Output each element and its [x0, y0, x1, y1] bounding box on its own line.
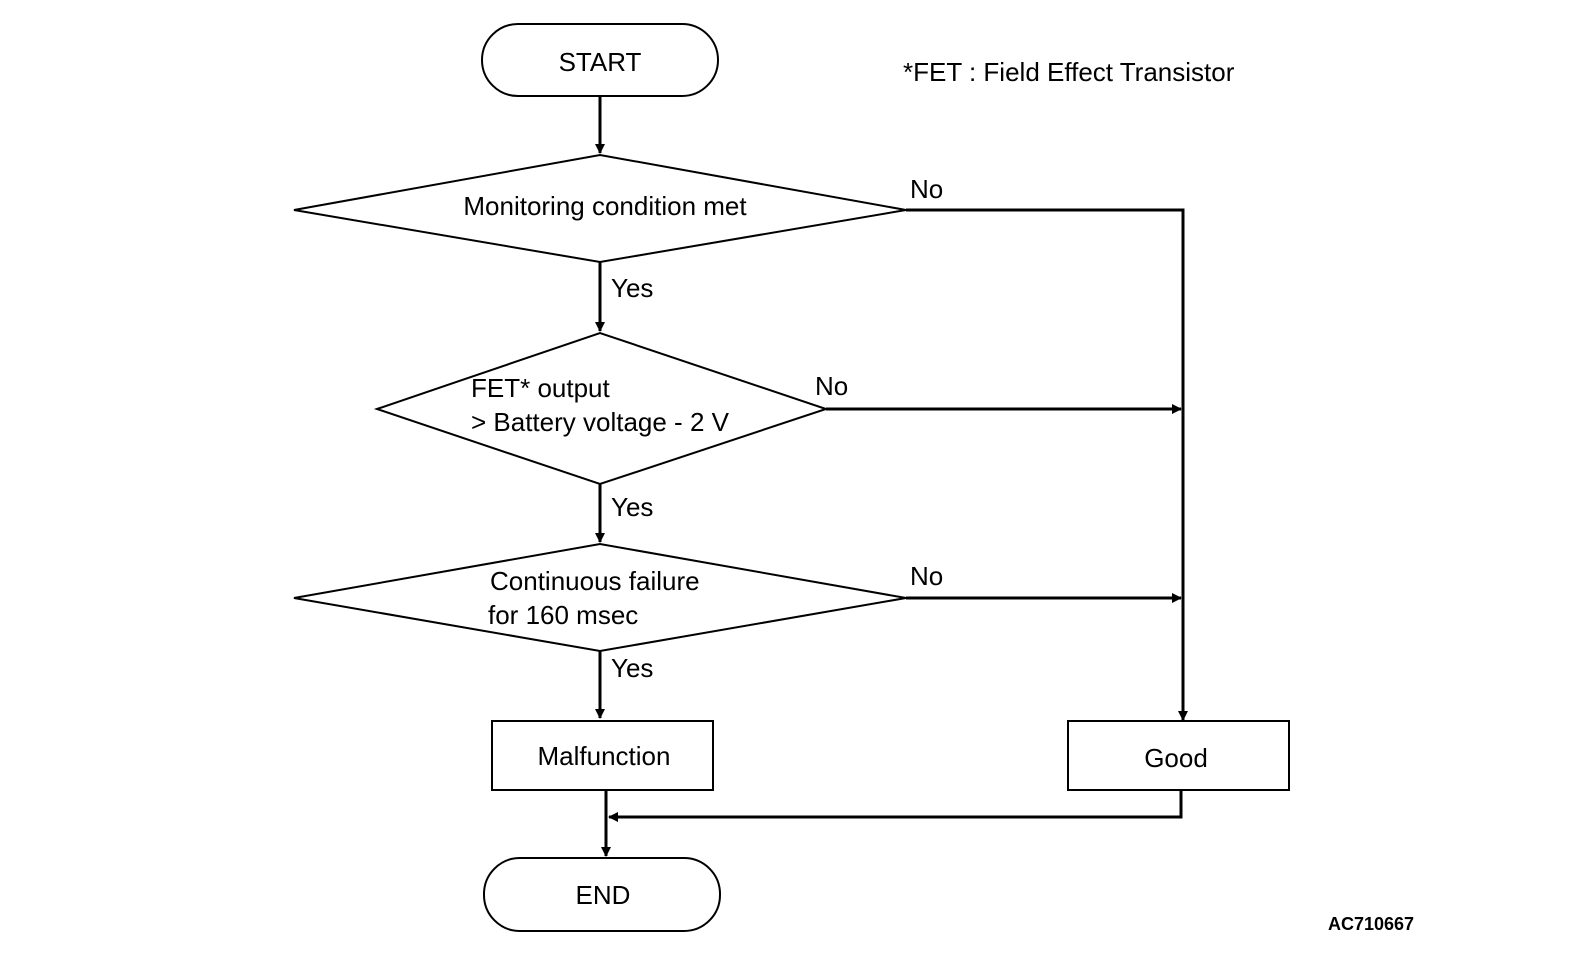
decision-3-label-line-1: Continuous failure — [490, 566, 700, 596]
footnote-fet: *FET : Field Effect Transistor — [903, 57, 1235, 87]
flow-decision-1-no — [906, 208, 1188, 721]
yes-label-3: Yes — [611, 653, 653, 683]
no-label-2: No — [815, 371, 848, 401]
decision-3-label-line-2: for 160 msec — [488, 600, 638, 630]
malfunction-box — [491, 720, 714, 791]
end-terminal — [483, 857, 721, 932]
no-label-1: No — [910, 174, 943, 204]
no-label-3: No — [910, 561, 943, 591]
good-box — [1067, 720, 1290, 791]
flow-good-to-end — [608, 790, 1183, 822]
figure-code: AC710667 — [1328, 914, 1414, 934]
start-label: START — [559, 47, 642, 77]
decision-1-label: Monitoring condition met — [463, 191, 747, 221]
end-label: END — [576, 880, 631, 910]
yes-label-2: Yes — [611, 492, 653, 522]
decision-2-label-line-1: FET* output — [471, 373, 611, 403]
decision-continuous-failure — [293, 542, 907, 653]
decision-2-label-line-2: > Battery voltage - 2 V — [471, 407, 730, 437]
good-label: Good — [1144, 743, 1208, 773]
yes-label-1: Yes — [611, 273, 653, 303]
malfunction-label: Malfunction — [538, 741, 671, 771]
